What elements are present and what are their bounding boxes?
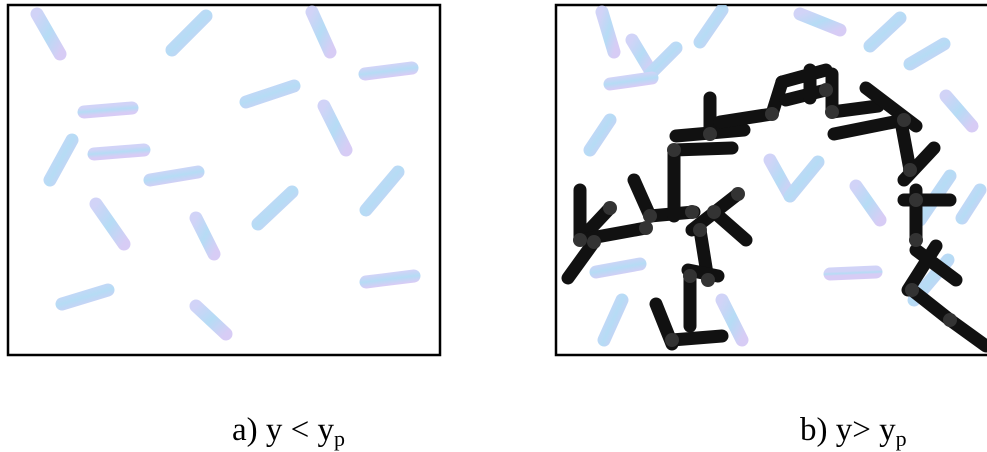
caption-b-subscript: p bbox=[895, 426, 907, 451]
rod bbox=[358, 61, 419, 81]
cluster-joint bbox=[701, 273, 715, 287]
rod bbox=[305, 5, 337, 59]
rod bbox=[583, 113, 617, 157]
cluster-joint bbox=[639, 221, 653, 235]
panel-b-rods bbox=[583, 5, 987, 347]
cluster-joint bbox=[731, 187, 745, 201]
caption-a: a) y < yp bbox=[232, 412, 345, 452]
rod bbox=[603, 71, 659, 91]
cluster-joint bbox=[703, 127, 717, 141]
rod bbox=[239, 79, 301, 109]
rod bbox=[30, 7, 67, 61]
rod bbox=[955, 183, 987, 225]
rod bbox=[643, 41, 683, 81]
rod bbox=[597, 293, 629, 347]
cluster-joint bbox=[909, 233, 923, 247]
caption-a-prefix: a) y bbox=[232, 412, 291, 448]
cluster-rod bbox=[825, 99, 885, 119]
panel-a bbox=[6, 3, 442, 357]
cluster-joint bbox=[765, 107, 779, 121]
panel-b bbox=[554, 3, 987, 357]
rod bbox=[715, 293, 749, 347]
cluster-rod bbox=[665, 329, 729, 347]
cluster-joint bbox=[667, 143, 681, 157]
rod bbox=[359, 269, 421, 289]
cluster-joint bbox=[685, 205, 699, 219]
caption-b: b) y> yp bbox=[800, 412, 907, 452]
cluster-joint bbox=[573, 233, 587, 247]
cluster-joint bbox=[825, 105, 839, 119]
rod bbox=[693, 5, 729, 49]
cluster-joint bbox=[897, 113, 911, 127]
caption-a-operator: < bbox=[290, 412, 310, 448]
cluster-joint bbox=[643, 209, 657, 223]
cluster-rod bbox=[561, 235, 601, 285]
cluster-joint bbox=[603, 201, 617, 215]
rod bbox=[589, 257, 647, 279]
cluster-joint bbox=[905, 283, 919, 297]
cluster-rod bbox=[713, 107, 779, 129]
rod bbox=[625, 33, 657, 77]
rod bbox=[55, 283, 115, 311]
rod bbox=[165, 9, 213, 57]
rod bbox=[595, 5, 621, 59]
rod bbox=[189, 211, 221, 261]
caption-a-var: y bbox=[309, 412, 335, 448]
rod bbox=[87, 143, 151, 161]
rod bbox=[783, 155, 825, 203]
cluster-joint bbox=[693, 223, 707, 237]
rod bbox=[793, 7, 847, 37]
rod bbox=[43, 133, 79, 187]
rod bbox=[359, 165, 405, 217]
caption-a-subscript: p bbox=[334, 426, 346, 451]
caption-b-var: y bbox=[870, 412, 896, 448]
cluster-joint bbox=[587, 235, 601, 249]
rod bbox=[903, 37, 951, 71]
cluster-joint bbox=[665, 333, 679, 347]
rod bbox=[189, 299, 233, 341]
cluster-joint bbox=[943, 313, 957, 327]
cluster-joint bbox=[903, 163, 917, 177]
cluster-rod bbox=[667, 141, 739, 157]
cluster-rod bbox=[905, 283, 957, 327]
caption-b-prefix: b) y bbox=[800, 412, 853, 448]
cluster-rod bbox=[943, 313, 987, 353]
cluster-joint bbox=[707, 205, 721, 219]
cluster-rod bbox=[901, 239, 943, 297]
rod bbox=[863, 11, 907, 53]
cluster-rod bbox=[827, 113, 911, 141]
panel-b-cluster-joints bbox=[573, 83, 957, 347]
cluster-joint bbox=[819, 83, 833, 97]
rod bbox=[939, 89, 979, 133]
rod bbox=[143, 165, 205, 187]
rod bbox=[77, 101, 139, 119]
cluster-rod bbox=[707, 205, 753, 247]
rod bbox=[251, 185, 299, 231]
caption-b-operator: > bbox=[852, 412, 871, 448]
rod bbox=[317, 99, 353, 157]
rod bbox=[89, 197, 131, 251]
panel-a-rods bbox=[9, 5, 437, 351]
cluster-joint bbox=[683, 269, 697, 283]
rod bbox=[849, 179, 887, 227]
cluster-joint bbox=[909, 193, 923, 207]
